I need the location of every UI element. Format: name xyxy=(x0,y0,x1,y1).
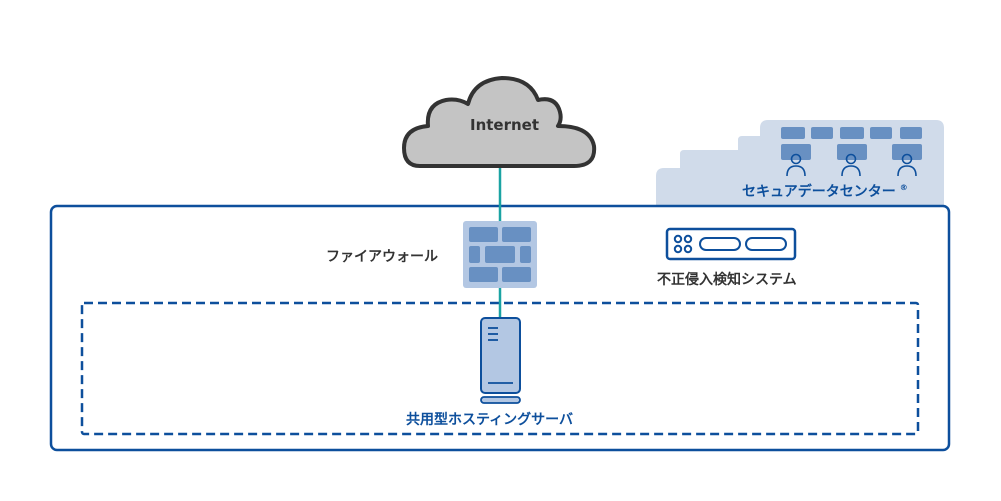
firewall-icon xyxy=(463,221,537,288)
shared-server-label: 共用型ホスティングサーバ xyxy=(406,412,574,428)
server-icon xyxy=(480,317,521,404)
internet-label: Internet xyxy=(470,116,540,134)
datacenter-server-racks-icon xyxy=(781,127,922,160)
internet-cloud-icon xyxy=(402,76,597,168)
ids-label: 不正侵入検知システム xyxy=(657,272,797,288)
firewall-label: ファイアウォール xyxy=(326,249,438,265)
secure-datacenter-name: セキュアデータセンター xyxy=(742,184,896,200)
secure-datacenter-backdrop xyxy=(656,120,944,206)
datacenter-operators-icon xyxy=(786,153,917,177)
secure-datacenter-label: セキュアデータセンター® xyxy=(742,181,908,201)
registered-mark: ® xyxy=(899,183,908,193)
shared-hosting-zone xyxy=(80,301,920,436)
ids-appliance-icon xyxy=(665,227,797,261)
